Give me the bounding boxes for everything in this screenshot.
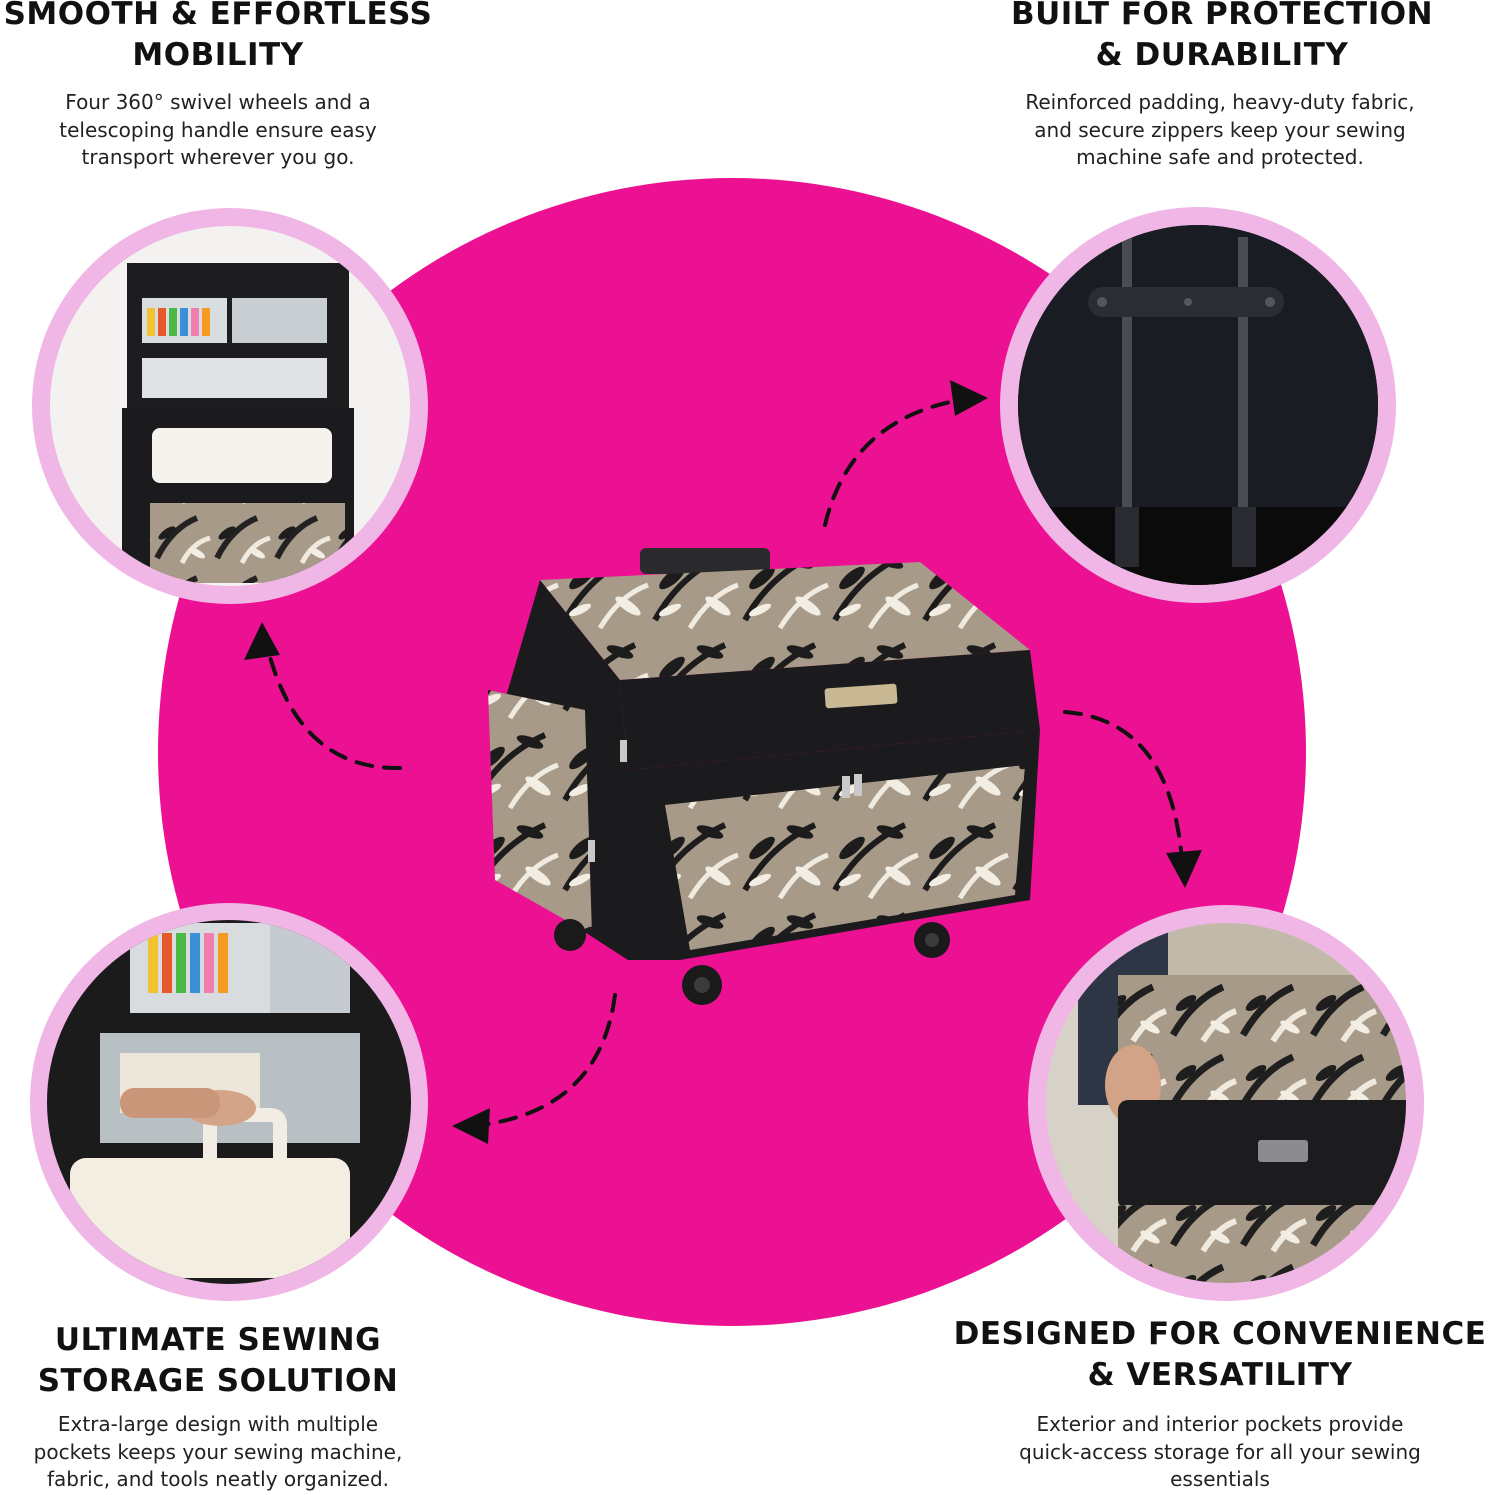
feature-description-protection: Reinforced padding, heavy-duty fabric, a… xyxy=(1025,90,1415,169)
feature-description-mobility: Four 360° swivel wheels and a telescopin… xyxy=(59,90,377,169)
open-case-photo-icon xyxy=(32,208,428,604)
feature-heading-convenience: DESIGNED FOR CONVENIENCE & VERSATILITY xyxy=(953,1316,1487,1393)
pocket-photo-icon xyxy=(1028,905,1424,1301)
feature-heading-storage: ULTIMATE SEWING STORAGE SOLUTION xyxy=(37,1322,399,1399)
feature-description-storage: Extra-large design with multiple pockets… xyxy=(33,1412,403,1491)
feature-description-convenience: Exterior and interior pockets provide qu… xyxy=(1019,1412,1421,1491)
handle-photo-icon xyxy=(1000,207,1396,603)
rolling-sewing-bag-icon xyxy=(488,548,1040,1005)
feature-heading-mobility: SMOOTH & EFFORTLESS MOBILITY xyxy=(3,0,433,73)
feature-heading-protection: BUILT FOR PROTECTION & DURABILITY xyxy=(1010,0,1434,73)
machine-photo-icon xyxy=(30,903,428,1301)
